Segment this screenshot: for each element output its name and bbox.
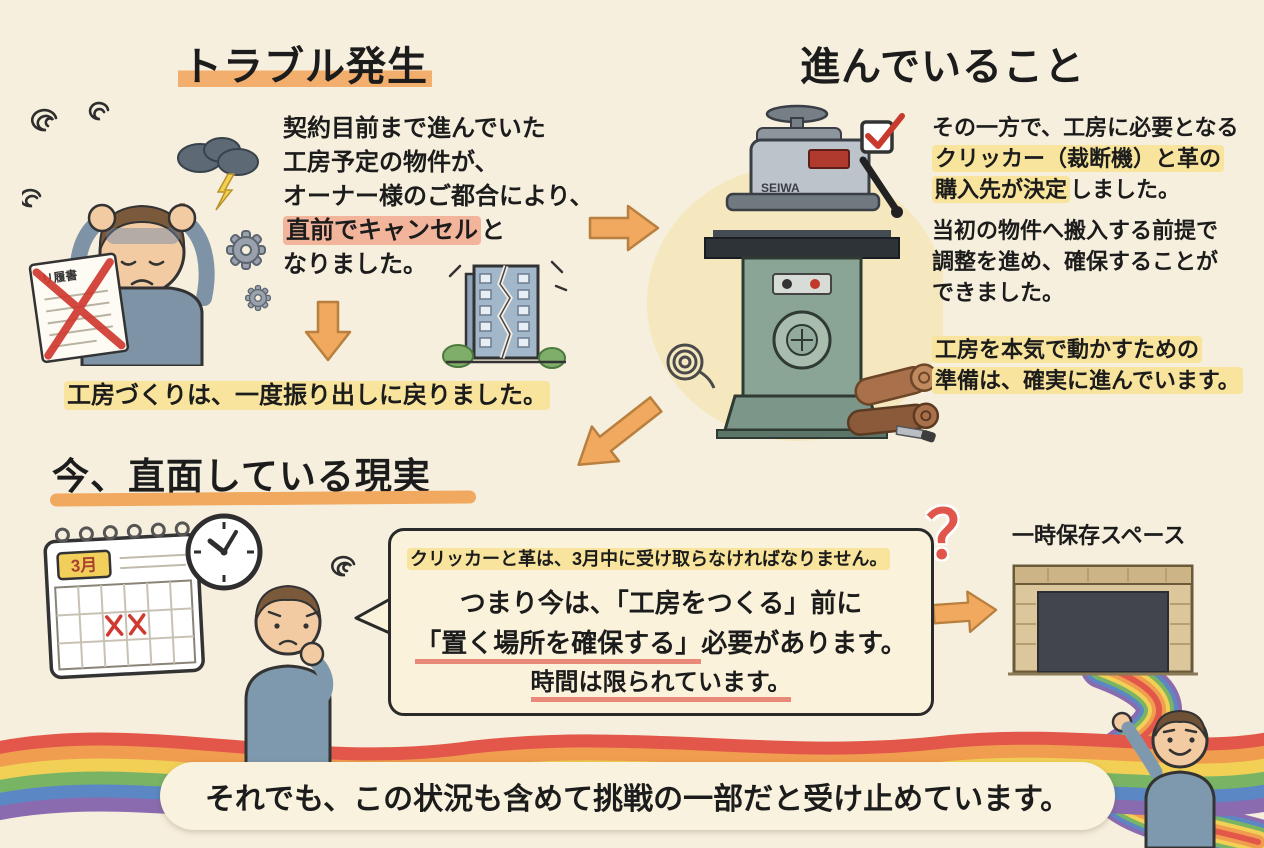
calendar-x-marks <box>105 613 147 637</box>
progress-p1-line3-tail: しました。 <box>1070 177 1181 202</box>
work-table <box>704 237 900 259</box>
hand-on-chin <box>299 641 325 667</box>
leather-rolls-icon <box>846 363 940 443</box>
progress-p2-line1: 当初の物件へ搬入する前提で <box>932 218 1219 243</box>
progress-p2-line2: 調整を進め、確保することが <box>932 249 1219 274</box>
trouble-section-title: トラブル発生 <box>178 34 432 92</box>
progress-section-title: 進んでいること <box>800 45 1085 89</box>
cancelled-document-icon: リ履書 <box>28 252 130 364</box>
bush-icon <box>538 347 566 369</box>
smile <box>1168 748 1192 756</box>
purchase-highlight-2: 購入先が決定 <box>932 176 1071 203</box>
trouble-line-1: 契約目前まで進んでいた <box>283 115 546 142</box>
cheering-person-illustration <box>1111 709 1216 848</box>
trouble-line-4-tail: と <box>481 217 505 244</box>
footer-banner: それでも、この状況も含めて挑戦の一部だと受け止めています。 <box>160 762 1115 830</box>
ready-highlight-1: 工房を本気で動かすための <box>932 336 1203 363</box>
progress-p1-line3: 購入先が決定しました。 <box>932 174 1243 205</box>
diagonal-arrow-icon <box>577 396 663 467</box>
progress-p2-line3: できました。 <box>932 280 1065 305</box>
clicker-press: SEIWA <box>704 104 903 439</box>
lever-handle <box>859 156 899 212</box>
bubble-deadline-line: クリッカーと革は、3月中に受け取らなければなりません。 <box>407 545 915 571</box>
red-display <box>808 149 850 169</box>
cancel-highlight: 直前でキャンセル <box>283 216 481 245</box>
month-label: 3月 <box>70 555 97 575</box>
lightning-icon <box>215 173 236 211</box>
scribble-icon <box>22 101 110 208</box>
reality-section-title: 今、直面している現実 <box>52 456 431 497</box>
result-highlight: 工房づくりは、一度振り出しに戻りました。 <box>64 381 550 410</box>
bubble-line-3: 「置く場所を確保する」必要があります。 <box>407 623 915 664</box>
storage-space-illustration <box>1008 564 1198 676</box>
minute-hand <box>222 530 238 554</box>
storm-cloud-icon <box>177 137 259 211</box>
progress-p1-line1: その一方で、工房に必要となる <box>932 115 1239 140</box>
time-limited-underline: 時間は限られています。 <box>530 669 792 702</box>
garage-opening <box>1037 591 1169 673</box>
secure-place-underline: 「置く場所を確保する」 <box>415 628 702 664</box>
rope-coil-icon <box>666 343 716 389</box>
control-panel <box>772 273 832 295</box>
bubble-line-4: 時間は限られています。 <box>407 663 915 703</box>
progress-p3-line1: 工房を本気で動かすための <box>932 334 1243 365</box>
trouble-line-3: オーナー様のご都合により、 <box>283 183 594 210</box>
trouble-body-text: 契約目前まで進んでいた 工房予定の物件が、 オーナー様のご都合により、 直前でキ… <box>283 112 594 282</box>
trouble-result-text: 工房づくりは、一度振り出しに戻りました。 <box>64 375 550 410</box>
deadline-highlight: クリッカーと革は、3月中に受け取らなければなりません。 <box>407 548 891 570</box>
right-arrow-icon <box>588 204 660 252</box>
swing-arm <box>725 192 881 212</box>
purchase-highlight: クリッカー（裁断機）と革の <box>932 145 1225 172</box>
down-arrow-icon <box>304 300 352 362</box>
bush-icon <box>442 344 474 368</box>
scribble-icon <box>331 555 356 577</box>
clicker-machine-illustration: SEIWA <box>647 104 943 443</box>
red-check-mark <box>865 113 905 149</box>
calendar-icon: 3月 <box>43 521 205 680</box>
progress-p3-line2: 準備は、確実に進んでいます。 <box>932 365 1243 396</box>
red-x-mark <box>32 258 126 360</box>
progress-p1-line2: クリッカー（裁断機）と革の <box>932 143 1243 174</box>
reality-title-underline <box>49 490 477 507</box>
progress-body-text: その一方で、工房に必要となる クリッカー（裁断機）と革の 購入先が決定しました。… <box>932 112 1243 396</box>
trouble-line-4: 直前でキャンセルと <box>283 214 594 248</box>
knife-tool-icon <box>895 425 936 443</box>
clock-icon <box>185 513 263 591</box>
footer-message: それでも、この状況も含めて挑戦の一部だと受け止めています。 <box>204 783 1071 816</box>
bubble-line-2: つまり今は、「工房をつくる」前に <box>459 588 863 618</box>
worried-person-illustration <box>244 555 356 774</box>
trouble-line-5: なりました。 <box>283 251 427 278</box>
storage-arrow-icon <box>932 590 998 634</box>
ready-highlight-2: 準備は、確実に進んでいます。 <box>932 367 1243 394</box>
checkbox-icon <box>860 113 905 154</box>
month-tab <box>56 549 112 581</box>
question-mark: ？ <box>926 498 992 572</box>
trouble-line-2: 工房予定の物件が、 <box>283 149 499 176</box>
bubble-line-3-tail: 必要があります。 <box>701 628 907 658</box>
storage-space-label: 一時保存スペース <box>1012 523 1186 548</box>
speech-bubble: クリッカーと革は、3月中に受け取らなければなりません。 つまり今は、「工房をつく… <box>388 528 934 716</box>
cracked-building-icon <box>442 260 568 369</box>
machine-brand-label: SEIWA <box>761 181 800 195</box>
trouble-title-text: トラブル発生 <box>178 45 432 89</box>
